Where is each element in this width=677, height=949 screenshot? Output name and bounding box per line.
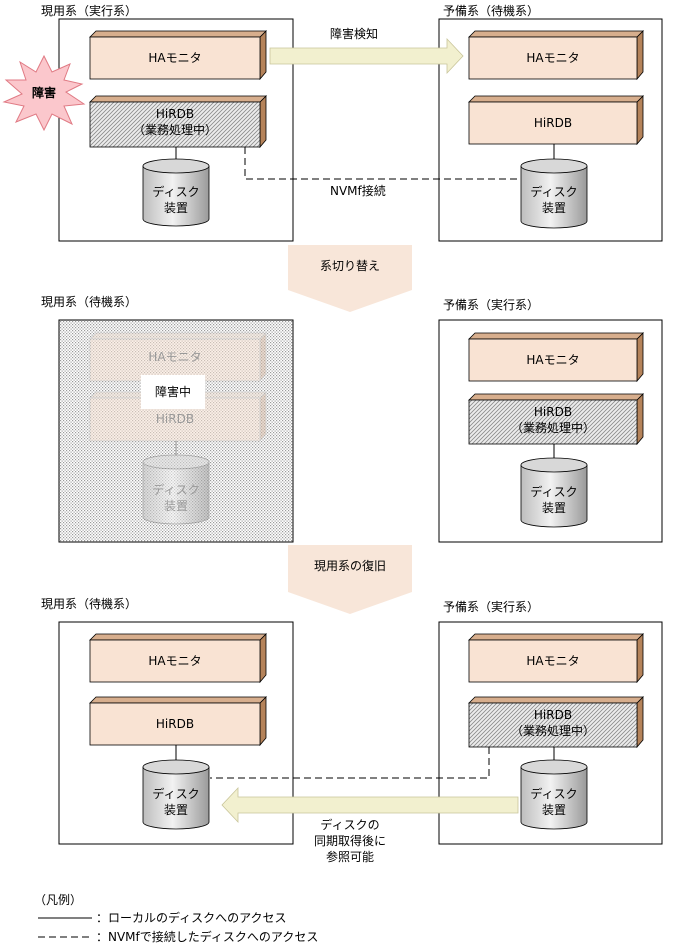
stage3-right-ha-label: HAモニタ xyxy=(526,654,580,668)
stage1-right-hirdb-box xyxy=(468,95,644,146)
stage2-right-ha-label: HAモニタ xyxy=(526,353,580,367)
stage2-right-ha-box xyxy=(468,332,644,383)
legend-solid-label: ：ローカルのディスクへのアクセス xyxy=(96,911,287,925)
stage3-left-title: 現用系（待機系） xyxy=(41,597,138,611)
stage3-sync-note-2: 同期取得後に xyxy=(313,834,386,848)
stage2-failure-overlay-box xyxy=(141,375,205,409)
step1-pentagon xyxy=(288,245,412,312)
stage3-left-ha-label: HAモニタ xyxy=(148,654,202,668)
stage3-left-disk-label-1: ディスク xyxy=(152,787,200,801)
stage3-left-disk-label-2: 装置 xyxy=(163,803,188,817)
stage2-left-disk-label-1: ディスク xyxy=(152,483,200,497)
stage3-left-disk-icon xyxy=(142,759,210,830)
stage3-right-hirdb-label: HiRDB xyxy=(533,708,573,722)
stage1-nvmf-connection xyxy=(244,147,520,180)
stage3-right-disk-icon xyxy=(520,759,588,830)
stage2-failure-overlay-label: 障害中 xyxy=(154,385,191,399)
stage1-right-hirdb-label: HiRDB xyxy=(533,116,573,130)
stage1-left-hirdb-label: HiRDB xyxy=(155,107,195,121)
step2-pentagon xyxy=(288,545,412,614)
stage3-right-disk-label-1: ディスク xyxy=(530,787,578,801)
stage1-left-hirdb-status: （業務処理中） xyxy=(132,123,217,137)
stage1-right-ha-box xyxy=(468,30,644,81)
stage2-left-hirdb-label: HiRDB xyxy=(155,412,195,426)
stage1-left-ha-label: HAモニタ xyxy=(148,51,202,65)
stage2-left-disk-icon xyxy=(142,454,210,525)
stage2-right-disk-label-1: ディスク xyxy=(530,485,578,499)
stage2-right-hirdb-box xyxy=(468,393,644,446)
stage1-left-hirdb-box xyxy=(89,95,267,149)
stage1-left-disk-label-1: ディスク xyxy=(152,185,200,199)
stage1-left-ha-box xyxy=(89,30,267,81)
stage2-right-disk-icon xyxy=(520,457,588,528)
stage2-left-title: 現用系（待機系） xyxy=(41,295,138,309)
stage1-left-disk-label-2: 装置 xyxy=(163,201,188,215)
stage3-right-hirdb-status: （業務処理中） xyxy=(510,724,595,738)
stage3-right-title: 予備系（実行系） xyxy=(443,600,540,614)
stage3-right-hirdb-box xyxy=(468,696,644,749)
stage2-right-title: 予備系（実行系） xyxy=(443,298,540,312)
stage1-right-title: 予備系（待機系） xyxy=(443,4,540,18)
stage3-sync-note-1: ディスクの xyxy=(320,818,380,832)
stage1-right-disk-label-2: 装置 xyxy=(541,201,566,215)
failure-badge-label: 障害 xyxy=(31,86,56,100)
stage1-detect-label: 障害検知 xyxy=(330,27,379,41)
step2-label: 現用系の復旧 xyxy=(313,559,386,573)
stage1-detect-arrow xyxy=(269,37,464,75)
stage2-left-disk-label-2: 装置 xyxy=(163,499,188,513)
stage2-left-ha-box xyxy=(89,332,267,383)
step1-label: 系切り替え xyxy=(319,259,380,273)
stage3-sync-note-3: 参照可能 xyxy=(325,850,374,864)
stage3-right-disk-label-2: 装置 xyxy=(541,803,566,817)
stage2-right-hirdb-status: （業務処理中） xyxy=(510,421,595,435)
stage2-right-disk-label-2: 装置 xyxy=(541,501,566,515)
stage1-right-disk-icon xyxy=(520,158,588,229)
failure-starburst-icon xyxy=(2,54,86,132)
legend-dashed-label: ：NVMfで接続したディスクへのアクセス xyxy=(96,930,319,944)
stage1-nvmf-label: NVMf接続 xyxy=(330,184,386,198)
stage2-left-ha-label: HAモニタ xyxy=(148,350,202,364)
stage2-right-hirdb-label: HiRDB xyxy=(533,405,573,419)
stage3-right-ha-box xyxy=(468,633,644,684)
stage1-left-title: 現用系（実行系） xyxy=(41,4,138,18)
stage3-left-hirdb-label: HiRDB xyxy=(155,717,195,731)
legend-title: （凡例） xyxy=(34,893,83,907)
stage3-left-hirdb-box xyxy=(89,696,267,747)
stage1-right-ha-label: HAモニタ xyxy=(526,51,580,65)
stage1-left-disk-icon xyxy=(142,158,210,227)
stage1-right-disk-label-1: ディスク xyxy=(530,185,578,199)
stage3-left-ha-box xyxy=(89,633,267,684)
stage3-sync-arrow xyxy=(221,786,519,824)
